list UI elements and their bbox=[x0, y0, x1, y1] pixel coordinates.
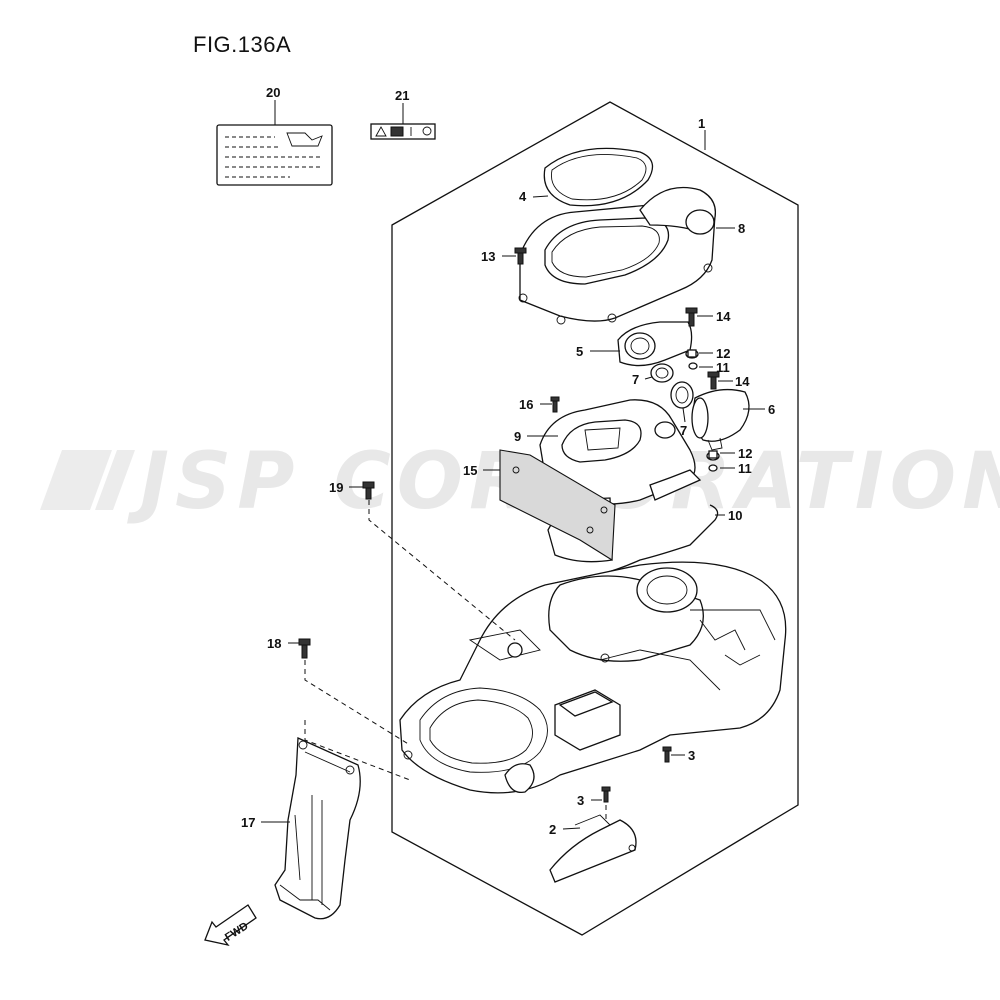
watermark-logo-mark bbox=[40, 450, 112, 510]
callout-2: 2 bbox=[549, 822, 556, 837]
label-plate-20 bbox=[216, 124, 333, 186]
callout-7a: 7 bbox=[632, 372, 639, 387]
callout-20: 20 bbox=[266, 85, 280, 100]
manual-icon bbox=[390, 126, 404, 137]
callout-18: 18 bbox=[267, 636, 281, 651]
resonator-6 bbox=[691, 388, 750, 451]
callout-1: 1 bbox=[698, 116, 705, 131]
callout-17: 17 bbox=[241, 815, 255, 830]
callout-5: 5 bbox=[576, 344, 583, 359]
warning-triangle-icon bbox=[375, 126, 387, 137]
callout-21: 21 bbox=[395, 88, 409, 103]
assembly-outline bbox=[391, 101, 799, 936]
callout-15: 15 bbox=[463, 463, 477, 478]
bolt-18 bbox=[298, 638, 311, 659]
callout-8: 8 bbox=[738, 221, 745, 236]
alignment-line-18 bbox=[304, 660, 411, 746]
air-box-cover bbox=[518, 186, 717, 325]
side-cover-17 bbox=[274, 737, 361, 920]
seal-ring-7b bbox=[670, 381, 694, 409]
lower-housing bbox=[399, 561, 787, 794]
oil-can-icon bbox=[286, 132, 323, 147]
plate-15 bbox=[499, 449, 616, 561]
ring-icon bbox=[422, 126, 432, 136]
bolt-16 bbox=[550, 396, 560, 413]
bracket-2 bbox=[549, 814, 637, 883]
callout-14b: 14 bbox=[735, 374, 750, 389]
fwd-arrow: FWD bbox=[204, 904, 257, 947]
callout-12a: 12 bbox=[716, 346, 730, 361]
alignment-line-17 bbox=[304, 720, 411, 781]
callout-4: 4 bbox=[519, 189, 527, 204]
watermark-logo-mark-2 bbox=[95, 450, 135, 510]
callout-19: 19 bbox=[329, 480, 343, 495]
gasket-4 bbox=[543, 147, 654, 207]
bolts-3 bbox=[601, 746, 672, 803]
bolt-13 bbox=[514, 247, 527, 265]
callout-14a: 14 bbox=[716, 309, 731, 324]
callouts: 1 2 3 3 4 5 6 7 7 8 9 10 11 11 12 12 13 … bbox=[241, 85, 775, 837]
callout-11a: 11 bbox=[716, 360, 730, 375]
bolt-19 bbox=[362, 481, 375, 500]
callout-6: 6 bbox=[768, 402, 775, 417]
fasteners-upper bbox=[685, 307, 720, 472]
duct-5 bbox=[617, 321, 693, 367]
callout-13: 13 bbox=[481, 249, 495, 264]
callout-7b: 7 bbox=[680, 423, 687, 438]
callout-12b: 12 bbox=[738, 446, 752, 461]
callout-9: 9 bbox=[514, 429, 521, 444]
figure-title: FIG.136A bbox=[193, 32, 291, 57]
callout-3b: 3 bbox=[577, 793, 584, 808]
callout-16: 16 bbox=[519, 397, 533, 412]
seal-ring-7a bbox=[650, 363, 674, 383]
warning-label-21 bbox=[370, 123, 436, 140]
alignment-line-19 bbox=[368, 500, 516, 641]
callout-3a: 3 bbox=[688, 748, 695, 763]
callout-10: 10 bbox=[728, 508, 742, 523]
leader-lines bbox=[261, 100, 765, 830]
callout-11b: 11 bbox=[738, 461, 752, 476]
